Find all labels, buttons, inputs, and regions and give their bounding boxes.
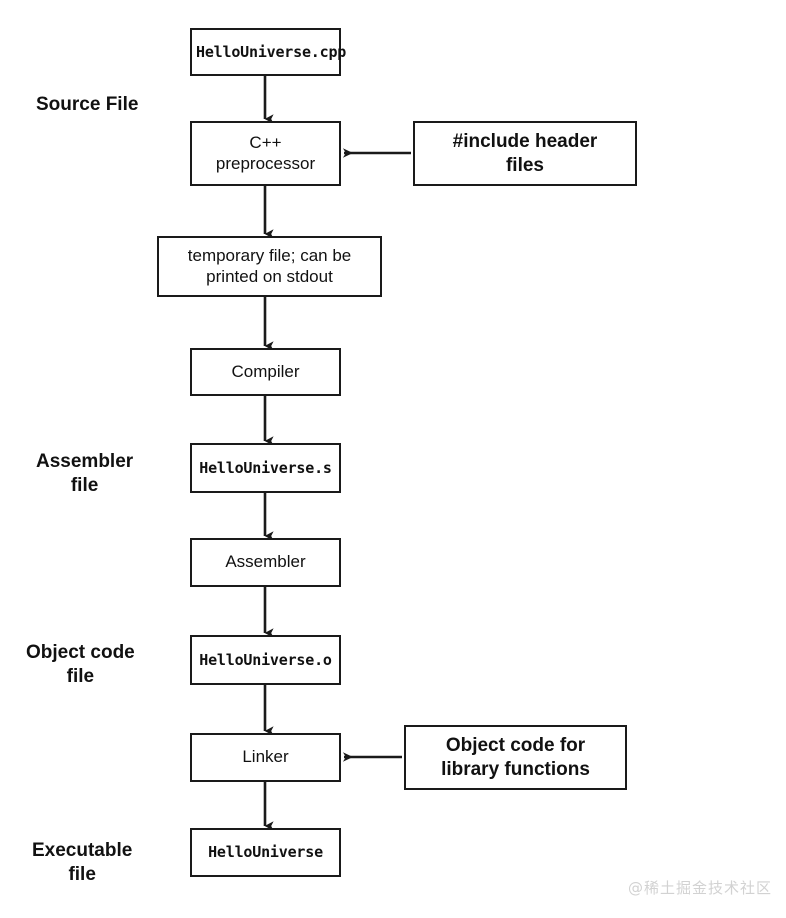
node-hellouniverse-s[interactable]: HelloUniverse.s	[190, 443, 341, 493]
node-cpp-preprocessor[interactable]: C++ preprocessor	[190, 121, 341, 186]
node-label-hellouniverse-s: HelloUniverse.s	[199, 458, 332, 477]
node-object-code-library[interactable]: Object code for library functions	[404, 725, 627, 790]
node-label-include-header-files: #include header files	[452, 131, 598, 176]
stage-label-object-code-file: Object code file	[26, 642, 135, 687]
node-label-assembler: Assembler	[225, 552, 306, 572]
node-compiler[interactable]: Compiler	[190, 348, 341, 396]
node-hellouniverse-cpp[interactable]: HelloUniverse.cpp	[190, 28, 347, 76]
stage-label-assembler-file: Assembler file	[36, 451, 134, 496]
node-hellouniverse-o[interactable]: HelloUniverse.o	[190, 635, 341, 685]
node-label-hellouniverse-cpp: HelloUniverse.cpp	[196, 42, 347, 61]
node-temporary-file[interactable]: temporary file; can be printed on stdout	[157, 236, 382, 297]
watermark: @稀土掘金技术社区	[627, 879, 772, 897]
node-label-hellouniverse-o: HelloUniverse.o	[199, 650, 332, 669]
stage-label-executable-file: Executable file	[32, 840, 133, 885]
stage-label-source-file: Source File	[36, 94, 139, 115]
node-label-compiler: Compiler	[231, 361, 300, 381]
node-label-hellouniverse-exe: HelloUniverse	[208, 843, 323, 862]
node-label-cpp-preprocessor: C++ preprocessor	[215, 132, 316, 173]
node-label-temporary-file: temporary file; can be printed on stdout	[187, 245, 352, 286]
node-hellouniverse-exe[interactable]: HelloUniverse	[190, 828, 341, 877]
node-assembler[interactable]: Assembler	[190, 538, 341, 587]
node-label-object-code-library: Object code for library functions	[441, 735, 590, 780]
node-include-header-files[interactable]: #include header files	[413, 121, 637, 186]
node-label-linker: Linker	[242, 747, 289, 767]
node-linker[interactable]: Linker	[190, 733, 341, 782]
